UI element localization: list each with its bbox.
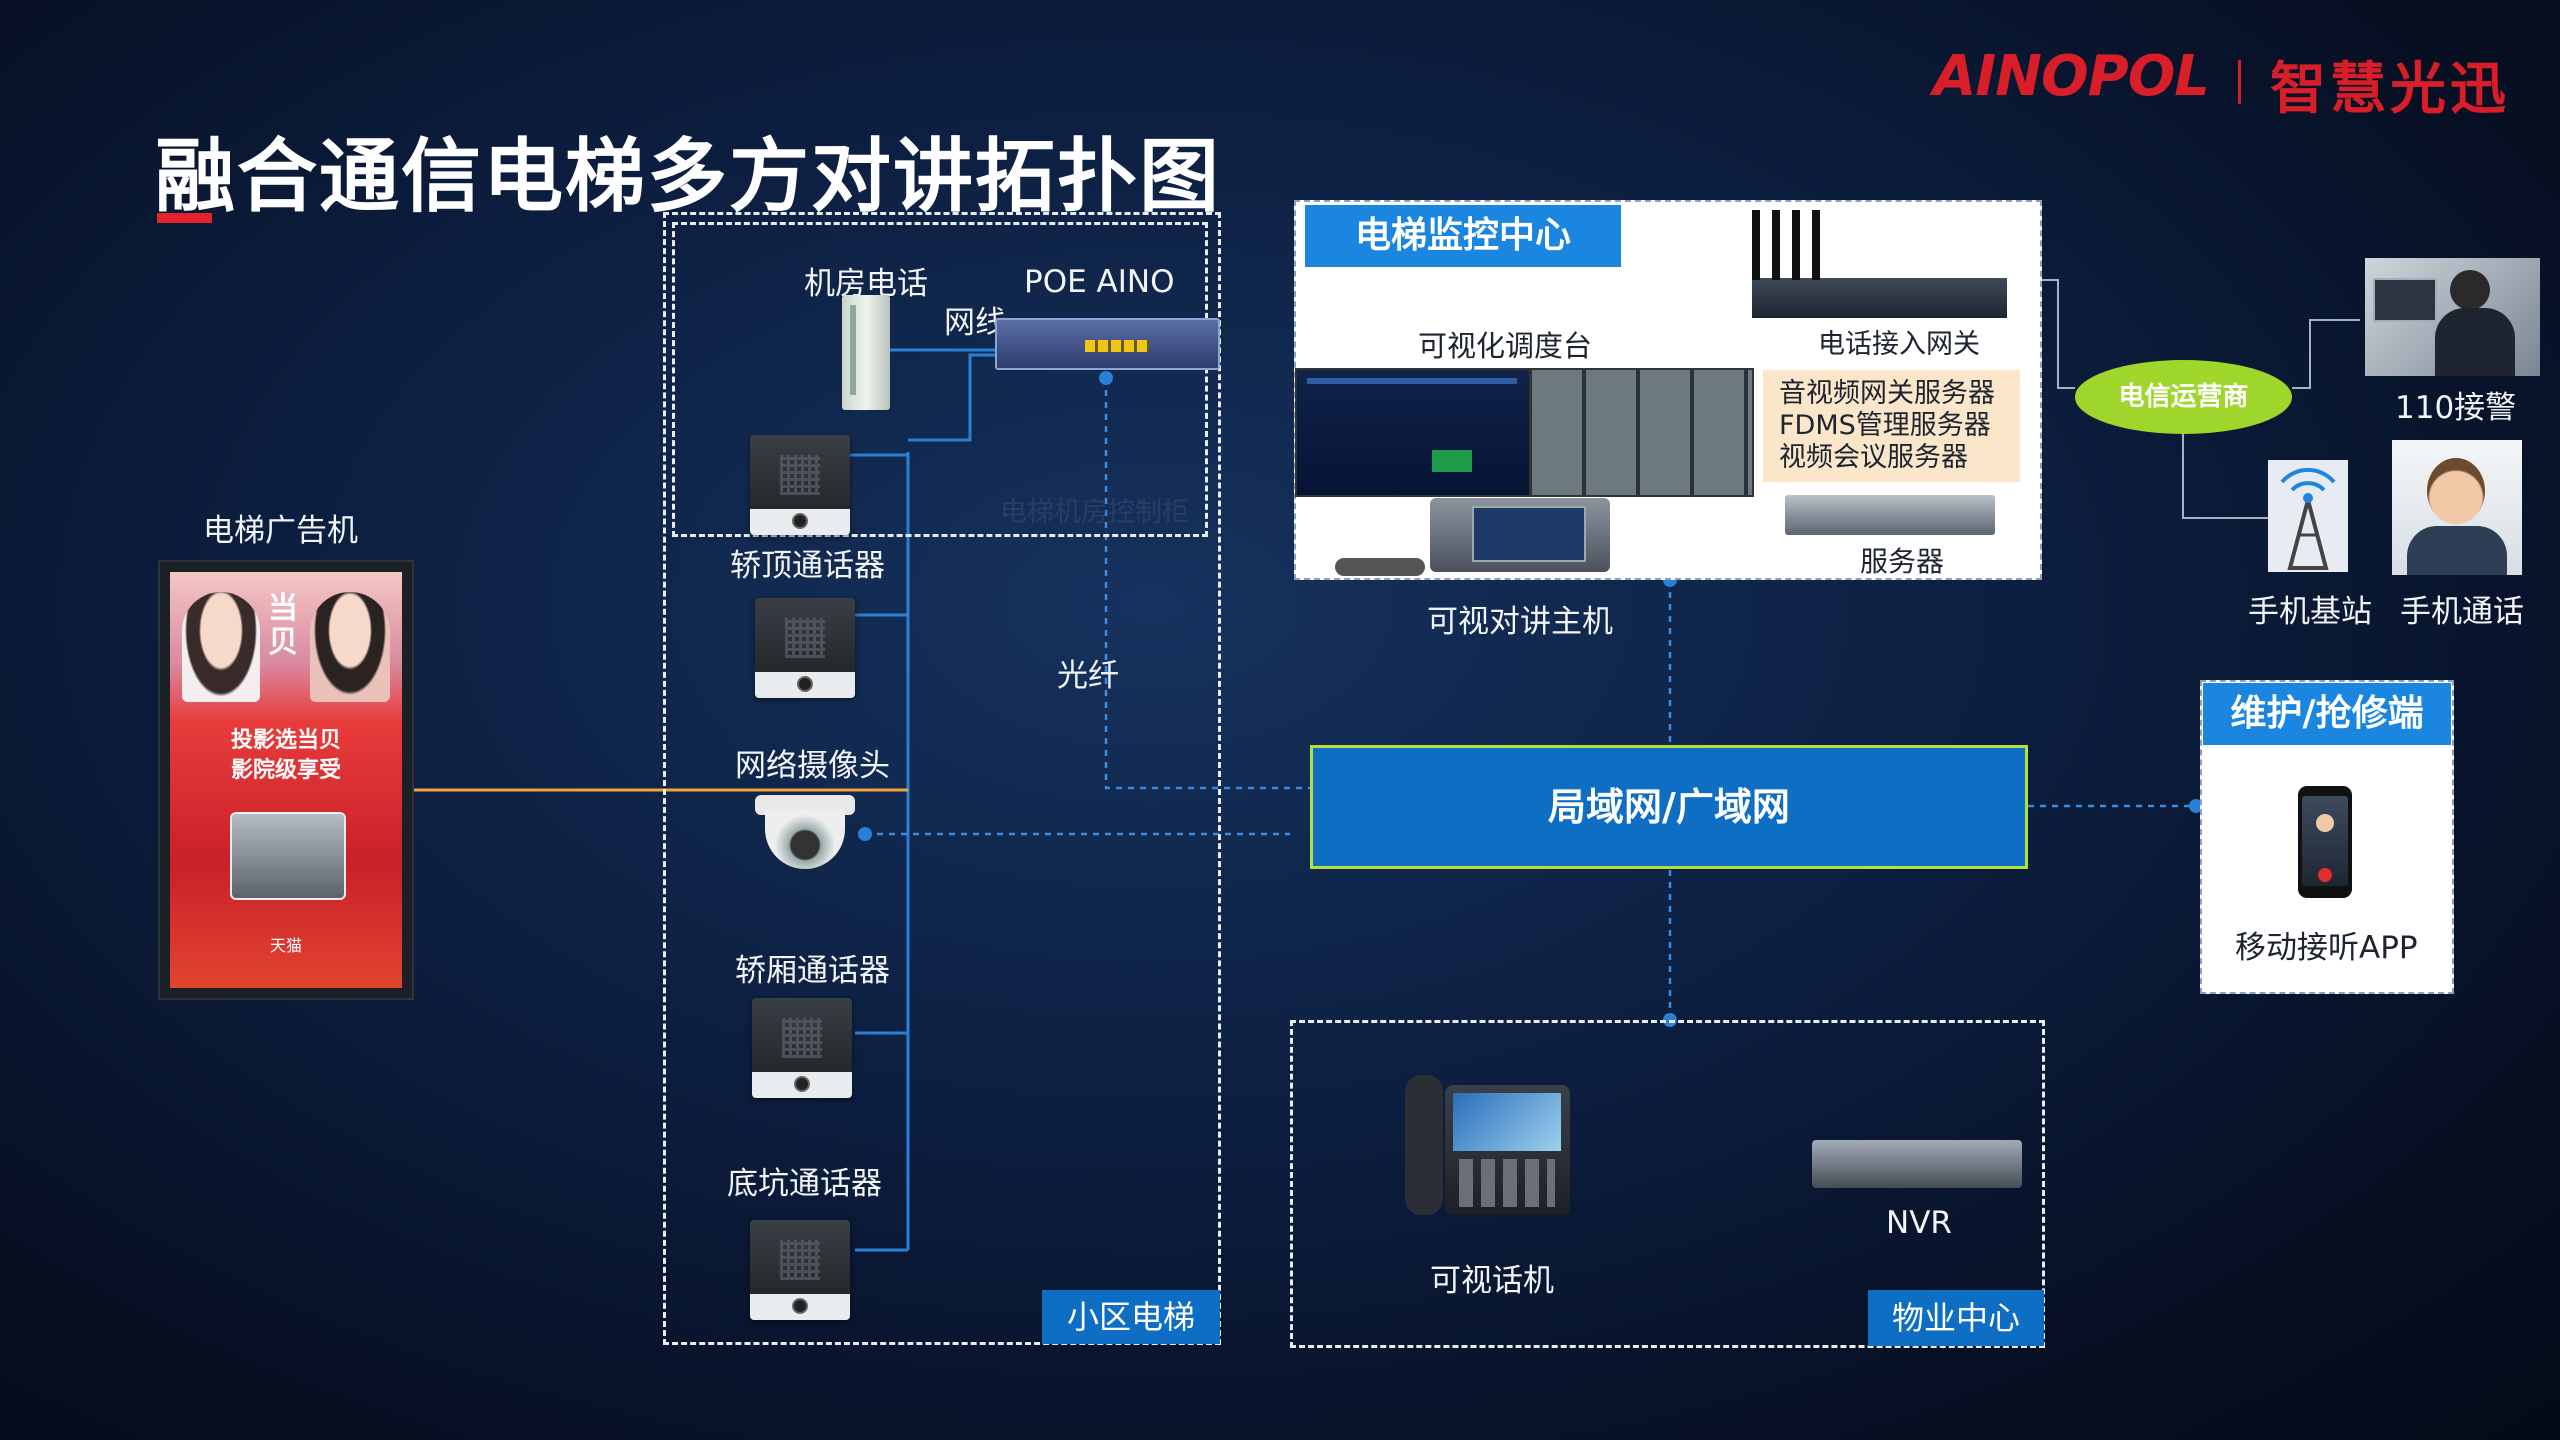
ad-machine-device: 当贝 投影选当贝 影院级享受 天猫 [160,562,412,998]
gateway-antenna-2 [1772,210,1780,280]
car-intercom-label: 轿厢通话器 [735,953,890,989]
police-body [2435,308,2515,376]
ad-machine-label: 电梯广告机 [203,513,358,549]
phone-handset [850,305,856,395]
brand-logo-cn: 智慧光迅 [2270,56,2510,122]
gateway-antenna-3 [1792,210,1800,280]
page-title: 融合通信电梯多方对讲拓扑图 [155,130,1221,223]
video-phone-keypad [1459,1159,1555,1207]
fiber-line [1104,378,1310,790]
console-screen-left [1295,368,1531,497]
car-top-label: 轿顶通话器 [730,548,885,584]
ad-figure-left [182,592,260,702]
gateway-antenna-1 [1752,210,1760,280]
mobile-call-photo [2392,440,2522,575]
police-monitor [2373,278,2437,322]
ad-figure-right [310,592,390,702]
fiber-dot [1099,371,1113,385]
gateway-telecom-line [2040,279,2075,389]
community-elevator-tag: 小区电梯 [1042,1290,1220,1344]
intercom-host-handset [1335,558,1425,576]
title-underline [157,213,212,223]
monitor-center-tag: 电梯监控中心 [1305,205,1621,267]
server-line-2: FDMS管理服务器 [1779,410,1991,441]
logo-separator [2238,60,2241,104]
maintenance-tag: 维护/抢修端 [2203,683,2451,745]
console-screen-button [1432,450,1472,472]
antenna-tower-icon [2280,467,2336,570]
intercom-host-screen [1472,506,1586,562]
video-phone-label: 可视话机 [1430,1263,1554,1299]
car-top-intercom-device [750,435,850,535]
phone-hangup-icon [2318,868,2332,882]
server-line-1: 音视频网关服务器 [1779,378,1995,409]
fiber-label: 光纤 [1057,658,1119,694]
mobile-app-label: 移动接听APP [2235,930,2418,966]
property-center-box [1290,1020,2045,1348]
gateway-antenna-4 [1812,210,1820,280]
video-phone-device [1385,1075,1585,1225]
lan-wan-box: 局域网/广域网 [1310,745,2028,869]
poe-switch-device [995,318,1220,370]
obscured-cabinet-label: 电梯机房控制柜 [1000,497,1189,528]
property-center-tag: 物业中心 [1868,1290,2044,1346]
machine-room-phone-device [842,295,890,410]
ad-projector [230,812,346,900]
pit-intercom-device [750,1220,850,1320]
pit-intercom-label: 底坑通话器 [727,1166,882,1202]
telecom-ellipse: 电信运营商 [2075,360,2292,434]
nvr-label: NVR [1886,1205,1952,1241]
video-phone-screen [1453,1093,1561,1151]
server-line-3: 视频会议服务器 [1779,442,1968,473]
intercom-host-device [1430,498,1610,572]
console-screen-video-wall [1530,368,1754,497]
community-elevator-box [663,212,1221,1345]
servers-block: 音视频网关服务器 FDMS管理服务器 视频会议服务器 [1763,370,2020,482]
poe-label: POE AINO [1024,264,1175,300]
machine-room-cable [908,353,1000,442]
phone-caller-avatar [2316,814,2334,832]
mobile-call-label: 手机通话 [2400,594,2524,630]
ad-brand: 当贝 [268,591,298,660]
console-screen-bar [1307,378,1517,384]
brand-logo: AINOPOL [1933,44,2210,109]
police-photo [2365,258,2540,376]
camera-dot [858,827,872,841]
base-station-device [2268,460,2348,572]
telecom-base-line [2182,430,2268,519]
visual-console-label: 可视化调度台 [1418,329,1593,363]
police-head [2450,270,2490,310]
phone-screen [2302,796,2348,886]
video-phone-body [1445,1085,1570,1215]
ad-screen: 当贝 投影选当贝 影院级享受 天猫 [170,572,402,988]
server-label: 服务器 [1860,545,1945,578]
car-intercom-device [752,998,852,1098]
ad-line2: 影院级享受 [230,758,341,783]
switch-ports [1085,340,1149,352]
mobile-app-phone [2298,786,2352,898]
video-phone-handset [1405,1075,1443,1215]
server-device [1785,495,1995,535]
phone-gateway-device [1752,278,2007,318]
network-camera-label: 网络摄像头 [735,748,890,784]
ad-line1: 投影选当贝 [230,728,341,753]
network-camera-device [755,795,855,875]
maintenance-dot [2189,799,2203,813]
machine-room-box [672,222,1208,537]
police-label: 110接警 [2395,390,2517,426]
telecom-police-line [2292,319,2360,389]
nvr-device [1812,1140,2022,1188]
ad-store: 天猫 [269,936,302,955]
car-top-intercom-device-2 [755,598,855,698]
camera-dome [765,809,845,869]
phone-gateway-label: 电话接入网关 [1818,329,1980,360]
base-station-label: 手机基站 [2248,594,2372,630]
caller-head [2427,458,2485,524]
video-intercom-host-label: 可视对讲主机 [1427,604,1613,640]
caller-body [2407,526,2507,575]
